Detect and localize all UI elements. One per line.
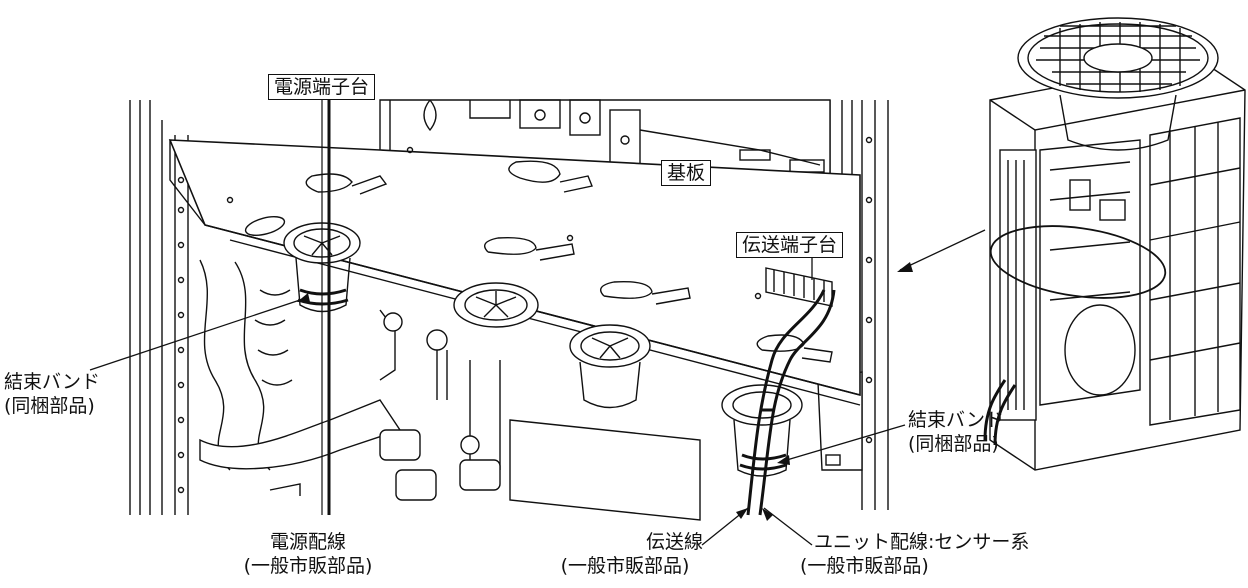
label-transmission-line-line1: 伝送線 [645,531,703,553]
label-transmission-line-line2: (一般市販部品) [560,555,690,577]
leader-band-left [89,299,301,371]
label-band-right-line2: (同梱部品) [908,433,999,455]
piping-assembly [199,259,701,521]
highlight-ellipse [989,225,1167,299]
label-band-left-line2: (同梱部品) [4,395,95,417]
grommet-2 [453,282,539,328]
arrow-icon [897,262,913,272]
arrow-icon [736,508,748,519]
cabinet-frame-left [129,100,189,515]
label-unit-wiring-line2: (一般市販部品) [800,555,929,577]
label-band-right-line1: 結束バンド [908,409,1004,431]
label-band-left-line1: 結束バンド [4,371,100,393]
band-marks [297,288,787,471]
label-power-wiring: 電源配線 (一般市販部品) [208,530,408,578]
leader-band-right [779,424,906,463]
label-transmission-terminal: 伝送端子台 [736,232,844,258]
label-board: 基板 [661,160,712,186]
label-power-terminal: 電源端子台 [268,74,376,100]
label-power-wiring-line2: (一般市販部品) [243,555,373,577]
arrow-icon [762,508,773,521]
arrow-heads [297,262,913,521]
outdoor-unit-thumbnail [983,17,1246,471]
grommet-3 [569,324,651,409]
label-band-left: 結束バンド (同梱部品) [4,370,100,418]
leader-lines [89,95,986,546]
arrow-icon [777,455,790,465]
label-unit-wiring-line1: ユニット配線:センサー系 [814,531,1030,553]
leader-thumbnail-arrow [899,229,986,271]
cables [321,100,836,516]
label-transmission-line: 伝送線 (一般市販部品) [525,530,725,578]
transmission-cable-a [758,289,836,516]
mounting-plate [168,139,861,406]
label-power-wiring-line1: 電源配線 [269,531,346,553]
label-band-right: 結束バンド (同梱部品) [908,408,1004,456]
arrow-icon [297,293,310,302]
leader-unit-wiring [763,507,813,546]
label-unit-wiring: ユニット配線:センサー系 (一般市販部品) [800,530,1029,578]
